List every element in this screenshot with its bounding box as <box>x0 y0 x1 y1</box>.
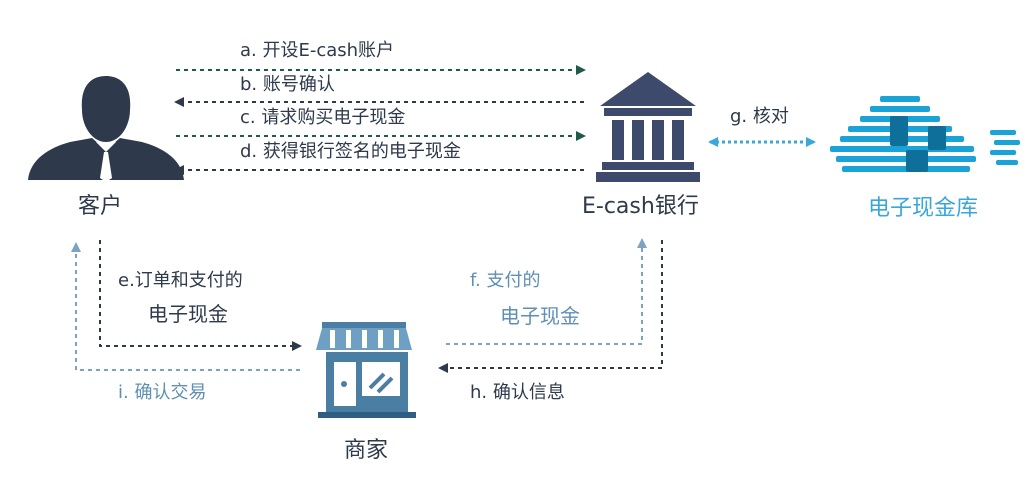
arrow-f <box>446 238 647 345</box>
customer-label: 客户 <box>78 194 123 219</box>
arrow-h <box>438 240 663 373</box>
vault-label: 电子现金库 <box>868 196 979 221</box>
step-f-label-line2: 电子现金 <box>500 304 580 328</box>
step-i-label: i. 确认交易 <box>118 382 207 403</box>
customer-icon <box>28 76 184 182</box>
step-a-label: a. 开设E-cash账户 <box>240 40 395 61</box>
cash-vault-icon <box>830 96 1020 172</box>
bank-label: E-cash银行 <box>582 194 699 219</box>
step-e-label-line1: e.订单和支付的 <box>118 270 243 291</box>
merchant-label: 商家 <box>344 438 389 463</box>
arrow-i <box>71 242 300 371</box>
step-h-label: h. 确认信息 <box>470 382 565 403</box>
step-b-label: b. 账号确认 <box>240 74 335 95</box>
step-c-label: c. 请求购买电子现金 <box>240 107 406 128</box>
bank-icon <box>596 72 700 182</box>
step-f-label-line1: f. 支付的 <box>470 270 541 291</box>
step-d-label: d. 获得银行签名的电子现金 <box>240 141 461 162</box>
step-e-label-line2: 电子现金 <box>148 302 228 326</box>
store-icon <box>316 322 416 418</box>
arrow-e <box>99 240 302 351</box>
step-g-label: g. 核对 <box>730 106 789 127</box>
